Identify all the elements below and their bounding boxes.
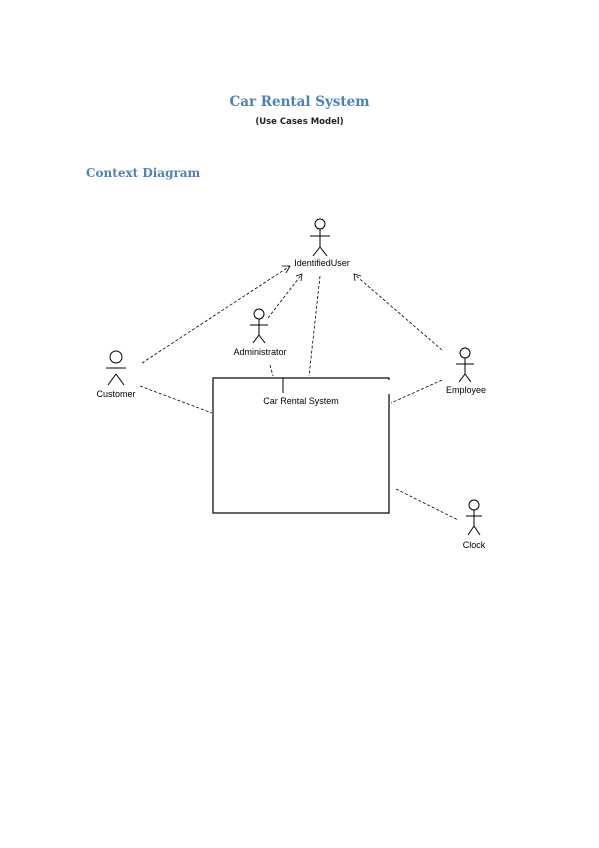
document-title: Car Rental System	[229, 94, 370, 110]
generalization-arrows	[141, 265, 443, 364]
actor-head	[468, 499, 480, 511]
actor-customer	[106, 350, 126, 386]
actor-label-administrator: Administrator	[233, 347, 286, 357]
actor-label-customer: Customer	[96, 389, 135, 399]
generalization-arrowheads	[282, 265, 362, 282]
association-lines	[139, 275, 459, 521]
association-clock-system	[395, 488, 459, 521]
actor-head	[109, 350, 123, 364]
association-identified-user-system	[308, 275, 321, 377]
actor-head	[459, 347, 471, 359]
document-subtitle: (Use Cases Model)	[255, 117, 344, 127]
system-label: Car Rental System	[263, 396, 339, 406]
actor-label-identified-user: IdentifiedUser	[294, 258, 350, 268]
generalization-employee	[353, 273, 443, 351]
generalization-administrator	[267, 273, 303, 319]
section-heading: Context Diagram	[86, 166, 201, 180]
association-administrator-system	[269, 364, 274, 377]
actor-identified-user	[310, 218, 330, 257]
actor-head	[253, 308, 265, 320]
actor-clock	[466, 499, 482, 536]
actor-administrator	[250, 308, 268, 344]
system-boundary	[212, 377, 390, 514]
actor-employee	[456, 347, 474, 383]
generalization-customer	[141, 265, 291, 364]
actor-label-employee: Employee	[446, 385, 486, 395]
association-customer-system	[139, 385, 213, 414]
actor-label-clock: Clock	[463, 540, 486, 550]
actor-head	[314, 218, 326, 230]
association-employee-system	[390, 379, 443, 404]
